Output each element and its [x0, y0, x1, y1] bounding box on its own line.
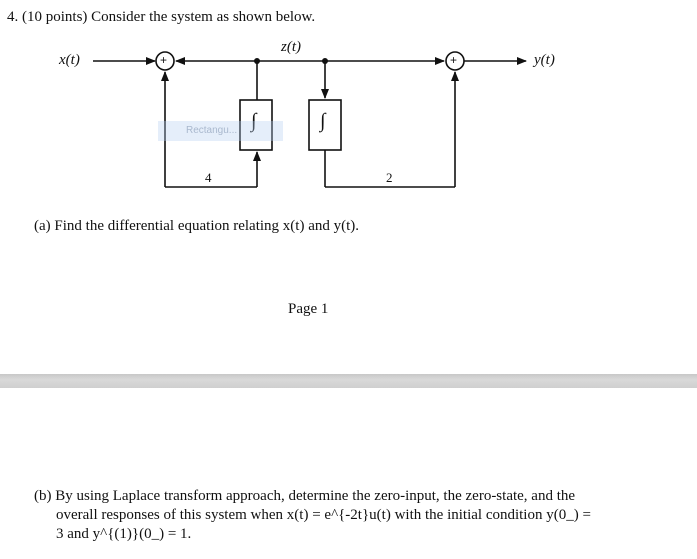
input-label: x(t) [59, 52, 80, 68]
part-b-line-2: overall responses of this system when x(… [56, 507, 591, 523]
block-diagram [93, 51, 527, 188]
integrator-1-box [239, 99, 273, 151]
sum-symbol-right: + [450, 53, 458, 67]
output-label: y(t) [534, 52, 555, 68]
node-dot-1 [254, 58, 260, 64]
page-separator [0, 374, 697, 388]
gain-left: 4 [205, 170, 212, 185]
page-number: Page 1 [288, 301, 329, 317]
gain-right: 2 [386, 170, 393, 185]
integral-symbol-2: ∫ [320, 110, 326, 132]
node-label: z(t) [281, 39, 301, 55]
part-a-text: (a) Find the differential equation relat… [34, 218, 360, 234]
selection-overlay[interactable]: Rectangu... [158, 121, 283, 141]
integral-symbol-1: ∫ [251, 110, 257, 132]
sum-junction-left [155, 51, 175, 71]
page-lower: (b) By using Laplace transform approach,… [0, 388, 697, 559]
node-dot-2 [322, 58, 328, 64]
sum-symbol-left: + [160, 53, 168, 67]
part-b-line-3: 3 and y^{(1)}(0_) = 1. [56, 526, 192, 542]
page-upper: 4. (10 points) Consider the system as sh… [7, 9, 555, 317]
problem-header: 4. (10 points) Consider the system as sh… [7, 9, 316, 25]
part-b-line-1: (b) By using Laplace transform approach,… [34, 488, 576, 504]
